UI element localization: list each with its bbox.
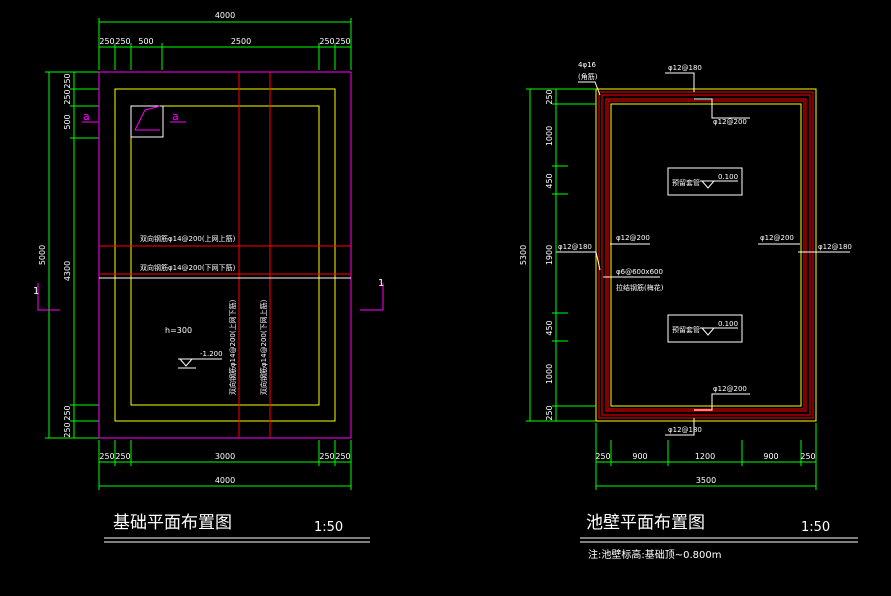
left-dim-top-total: 4000 — [215, 11, 235, 20]
left-dim-left-3: 500 — [63, 114, 72, 129]
left-dim-left-2: 250 — [63, 89, 72, 104]
right-wall-plan: 4φ16 (角筋) φ12@180 φ12@200 预留套管 0.100 预留套… — [519, 61, 858, 561]
slab-thickness: h=300 — [165, 326, 192, 335]
left-dim-bottom-1: 250 — [99, 452, 114, 461]
rebar-inner-left: φ12@200 — [616, 234, 650, 242]
left-dim-top-4: 2500 — [231, 37, 251, 46]
right-plan-note: 注:池壁标高:基础顶~0.800m — [588, 548, 722, 561]
left-dim-left-4: 4300 — [63, 261, 72, 281]
rebar-top-long-label: 双向钢筋φ14@200(上网上筋) — [140, 234, 236, 243]
right-dim-bottom-3: 1200 — [695, 452, 715, 461]
right-dim-left-1: 250 — [545, 89, 554, 104]
left-dim-bottom-2: 250 — [115, 452, 130, 461]
right-dim-left-total: 5300 — [519, 245, 528, 265]
detail-mark-right: a — [172, 110, 179, 123]
right-dim-bottom-total: 3500 — [696, 476, 716, 485]
rebar-inner-bottom: φ12@200 — [713, 385, 747, 393]
rebar-inner-right: φ12@200 — [760, 234, 794, 242]
right-dim-left-7: 250 — [545, 405, 554, 420]
fitting-elev-bottom: 0.100 — [718, 320, 738, 328]
fitting-box-top — [667, 167, 743, 196]
right-plan-title: 池壁平面布置图 — [586, 513, 705, 533]
left-dim-left-1: 250 — [63, 73, 72, 88]
right-dim-bottom-1: 250 — [595, 452, 610, 461]
right-dim-bottom-4: 900 — [763, 452, 778, 461]
foundation-outline — [98, 71, 352, 439]
wall-inner-line — [130, 105, 320, 406]
rebar-outer-top: φ12@180 — [668, 64, 702, 72]
left-dim-bottom-5: 250 — [335, 452, 350, 461]
detail-mark-left: a — [83, 110, 90, 123]
left-plan-title: 基础平面布置图 — [113, 513, 232, 533]
left-dim-top-2: 250 — [115, 37, 130, 46]
stirrup-note: 拉结钢筋(梅花) — [616, 283, 664, 292]
left-elevation: -1.200 — [200, 350, 223, 358]
right-dim-left-5: 450 — [545, 320, 554, 335]
left-dim-left-total: 5000 — [38, 245, 47, 265]
right-dim-left-6: 1000 — [545, 364, 554, 384]
left-dim-top-5: 250 — [319, 37, 334, 46]
left-foundation-plan: 4000 250 250 500 2500 250 250 5000 250 2… — [33, 11, 384, 543]
fitting-label-top: 预留套管 — [672, 178, 700, 187]
right-dim-left-3: 450 — [545, 173, 554, 188]
right-plan-scale: 1:50 — [801, 520, 830, 535]
right-dim-left-4: 1900 — [545, 245, 554, 265]
stirrup-label: φ6@600x600 — [616, 268, 663, 276]
rebar-outer-right: φ12@180 — [818, 243, 852, 251]
left-dim-left-6: 250 — [63, 422, 72, 437]
pool-wall-outer — [595, 88, 817, 422]
right-dim-bottom-5: 250 — [800, 452, 815, 461]
section-mark-left: 1 — [33, 286, 39, 297]
fitting-box-bottom — [667, 314, 743, 343]
wall-outer-line — [114, 88, 336, 422]
left-dim-bottom-total: 4000 — [215, 476, 235, 485]
right-dim-bottom-2: 900 — [632, 452, 647, 461]
rebar-inner-top: φ12@200 — [713, 118, 747, 126]
fitting-label-bottom: 预留套管 — [672, 325, 700, 334]
section-mark-right: 1 — [378, 278, 384, 289]
rebar-bottom-short-label: 双向钢筋φ14@200(下网上筋) — [259, 299, 268, 395]
left-plan-scale: 1:50 — [314, 520, 343, 535]
left-dim-bottom-4: 250 — [319, 452, 334, 461]
corner-bar-note: (角筋) — [578, 72, 598, 81]
rebar-outer-left: φ12@180 — [558, 243, 592, 251]
right-dim-left-2: 1000 — [545, 126, 554, 146]
left-dim-top-3: 500 — [138, 37, 153, 46]
corner-bar-label: 4φ16 — [578, 61, 597, 69]
rebar-bottom-long-label: 双向钢筋φ14@200(下网下筋) — [140, 263, 236, 272]
fitting-elev-top: 0.100 — [718, 173, 738, 181]
rebar-outer-bottom: φ12@180 — [668, 426, 702, 434]
left-dim-left-5: 250 — [63, 405, 72, 420]
left-dim-bottom-3: 3000 — [215, 452, 235, 461]
rebar-top-short-label: 双向钢筋φ14@200(上网下筋) — [228, 299, 237, 395]
left-dim-top-1: 250 — [99, 37, 114, 46]
left-dim-top-6: 250 — [335, 37, 350, 46]
pool-wall-inner — [610, 103, 802, 407]
